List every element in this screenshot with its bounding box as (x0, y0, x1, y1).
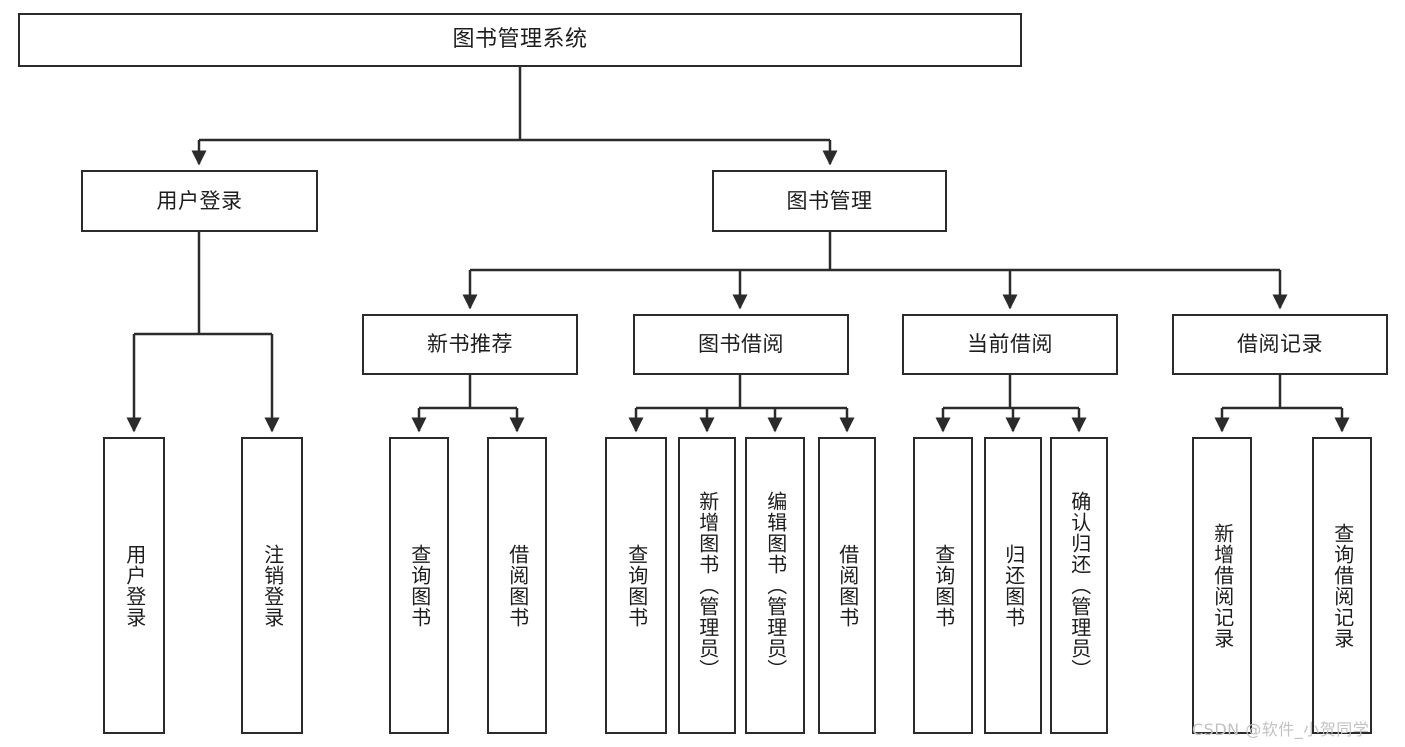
watermark-text: CSDN @软件_小贺同学 (1192, 720, 1370, 739)
node-leaf-confirm-return[interactable]: 确认归还（管理员） (1050, 437, 1108, 734)
node-borrow-record[interactable]: 借阅记录 (1172, 314, 1388, 375)
node-leaf-query-record-label: 查询借阅记录 (1330, 522, 1355, 649)
node-leaf-query-book-rec-label: 查询图书 (407, 543, 432, 628)
node-book-borrow[interactable]: 图书借阅 (633, 314, 849, 375)
node-leaf-query-book-b[interactable]: 查询图书 (605, 437, 667, 734)
node-current-borrow-label: 当前借阅 (967, 332, 1053, 357)
node-leaf-query-book-rec[interactable]: 查询图书 (389, 437, 449, 734)
node-user-login[interactable]: 用户登录 (81, 170, 318, 232)
node-user-login-label: 用户登录 (156, 188, 243, 213)
node-leaf-confirm-return-label: 确认归还（管理员） (1067, 491, 1092, 680)
node-new-book-rec-label: 新书推荐 (427, 332, 513, 357)
node-leaf-logout-label: 注销登录 (260, 543, 285, 628)
node-leaf-query-book-b-label: 查询图书 (624, 543, 649, 628)
node-leaf-edit-book-label: 编辑图书（管理员） (763, 491, 788, 680)
node-leaf-query-book-c[interactable]: 查询图书 (913, 437, 973, 734)
node-leaf-logout[interactable]: 注销登录 (241, 437, 303, 734)
node-leaf-edit-book[interactable]: 编辑图书（管理员） (745, 437, 805, 734)
node-leaf-add-book-label: 新增图书（管理员） (695, 491, 720, 680)
node-book-manage-label: 图书管理 (786, 188, 873, 213)
node-leaf-return-book-label: 归还图书 (1001, 543, 1026, 628)
node-borrow-record-label: 借阅记录 (1237, 332, 1323, 357)
node-leaf-add-record-label: 新增借阅记录 (1210, 522, 1235, 649)
node-leaf-borrow-book-rec[interactable]: 借阅图书 (487, 437, 547, 734)
node-book-borrow-label: 图书借阅 (698, 332, 784, 357)
node-leaf-borrow-book-b[interactable]: 借阅图书 (818, 437, 876, 734)
node-leaf-add-book[interactable]: 新增图书（管理员） (678, 437, 736, 734)
node-leaf-user-login-label: 用户登录 (122, 543, 147, 628)
node-current-borrow[interactable]: 当前借阅 (902, 314, 1118, 375)
node-leaf-query-record[interactable]: 查询借阅记录 (1312, 437, 1372, 734)
node-root-label: 图书管理系统 (452, 27, 588, 53)
node-leaf-query-book-c-label: 查询图书 (931, 543, 956, 628)
node-leaf-add-record[interactable]: 新增借阅记录 (1192, 437, 1252, 734)
node-leaf-user-login[interactable]: 用户登录 (103, 437, 165, 734)
node-leaf-borrow-book-b-label: 借阅图书 (835, 543, 860, 628)
node-new-book-rec[interactable]: 新书推荐 (362, 314, 578, 375)
node-book-manage[interactable]: 图书管理 (712, 170, 947, 232)
node-leaf-return-book[interactable]: 归还图书 (984, 437, 1042, 734)
node-leaf-borrow-book-rec-label: 借阅图书 (505, 543, 530, 628)
node-root[interactable]: 图书管理系统 (18, 13, 1022, 67)
